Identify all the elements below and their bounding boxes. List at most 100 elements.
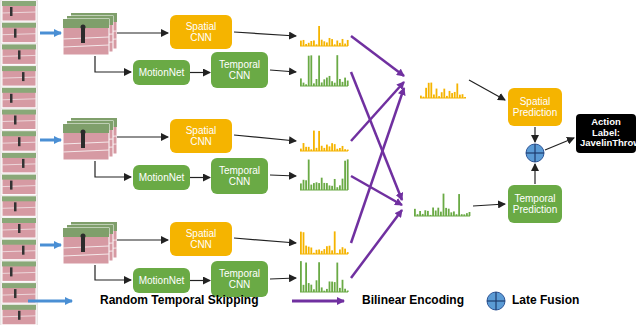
histogram-bar: [308, 147, 310, 151]
track-line: [63, 142, 109, 144]
histogram-bar: [347, 150, 349, 151]
track-line: [2, 186, 36, 187]
histogram-bar: [326, 289, 328, 292]
text-holder: Temporal CNN: [215, 59, 264, 82]
node-label: Spatial CNN: [174, 125, 228, 148]
video-frame: [63, 124, 109, 160]
histogram-bar: [329, 281, 331, 292]
histogram-bar: [449, 91, 451, 98]
connector: [190, 280, 210, 281]
track-line: [2, 121, 36, 122]
histogram-bar: [331, 81, 333, 86]
frame-background: [2, 66, 36, 71]
cnn-box: Spatial CNN: [170, 119, 232, 153]
frame-background: [2, 131, 36, 136]
histogram-bar: [305, 263, 307, 292]
histogram-bar: [329, 76, 331, 86]
node-label: MotionNet: [139, 172, 185, 184]
histogram-bar: [334, 179, 336, 190]
video-frame: [2, 305, 36, 325]
track-line: [2, 251, 36, 252]
node-label: Spatial CNN: [174, 21, 228, 44]
athlete-figure: [10, 94, 13, 103]
histogram-bar: [316, 250, 318, 254]
track-line: [63, 246, 109, 248]
fusion-cross: [495, 292, 496, 310]
histogram-bar: [308, 160, 310, 190]
histogram-bar: [433, 95, 435, 98]
histogram-bar: [342, 39, 344, 46]
histogram-bar: [342, 82, 344, 86]
histogram-bar: [331, 282, 333, 292]
track-line: [63, 37, 109, 39]
text-holder: Spatial CNN: [174, 21, 228, 44]
histogram-bar: [453, 211, 455, 216]
frame-background: [2, 261, 36, 266]
histogram-bar: [461, 214, 463, 216]
histogram-bar: [459, 95, 461, 98]
histogram-bar: [334, 83, 336, 86]
athlete-figure: [10, 267, 13, 276]
histogram-bar: [331, 186, 333, 190]
histogram-bar: [300, 41, 302, 46]
histogram-bar: [321, 251, 323, 254]
node-label: Temporal CNN: [215, 165, 264, 188]
video-frame: [2, 261, 36, 281]
athlete-figure: [81, 25, 86, 30]
athlete-figure: [22, 246, 25, 255]
histogram-bar: [466, 213, 468, 216]
input-arrow: [95, 265, 131, 280]
histogram-bar: [430, 83, 432, 98]
histogram-bar: [323, 79, 325, 86]
node-label: Spatial CNN: [174, 228, 228, 251]
histogram-bar: [438, 96, 440, 98]
cnn-box: Temporal CNN: [211, 52, 268, 88]
histogram-bar: [313, 253, 315, 254]
feature-arrow: [469, 80, 505, 100]
histogram-bar: [347, 290, 349, 292]
histogram-bar: [342, 179, 344, 190]
histogram-bar: [339, 185, 341, 190]
text-holder: MotionNet: [139, 67, 185, 79]
athlete-figure: [81, 238, 85, 252]
histogram-bar: [446, 96, 448, 98]
histogram-bar: [326, 42, 328, 46]
video-frame: [2, 196, 36, 216]
histogram-bar: [308, 283, 310, 292]
histogram-bar: [313, 40, 315, 46]
histogram-bar: [344, 149, 346, 151]
histogram-bar: [316, 44, 318, 46]
athlete-figure: [81, 130, 86, 135]
histogram-bar: [462, 94, 464, 98]
fusion-arrow: [534, 164, 535, 184]
frame-background: [2, 44, 36, 49]
track-line: [63, 150, 109, 152]
histogram-bar: [339, 79, 341, 86]
athlete-figure: [10, 7, 13, 16]
frame-background: [2, 175, 36, 180]
athlete-figure: [81, 134, 85, 148]
histogram-bar: [339, 148, 341, 151]
track-line: [63, 254, 109, 256]
histogram-bar: [423, 97, 425, 98]
frame-background: [2, 23, 36, 28]
text-holder: Action Label: JavelinThrow: [580, 117, 632, 150]
input-arrow: [117, 136, 168, 137]
histogram-bar: [321, 40, 323, 46]
histogram-bar: [414, 209, 416, 216]
histogram-bar: [454, 92, 456, 98]
video-frame: [2, 1, 36, 21]
fusion-symbol: [487, 292, 505, 310]
histogram-bar: [318, 262, 320, 292]
histogram-bar: [323, 291, 325, 292]
histogram-bar: [318, 56, 320, 86]
track-line: [2, 164, 36, 165]
frame-background: [2, 1, 36, 6]
histogram-bar: [316, 148, 318, 151]
histogram-bar: [445, 208, 447, 216]
histogram-bar: [419, 211, 421, 216]
bilinear-arrow: [351, 210, 402, 278]
histogram-bar: [344, 161, 346, 190]
histogram-bar: [310, 248, 312, 254]
histogram-bar: [323, 249, 325, 254]
